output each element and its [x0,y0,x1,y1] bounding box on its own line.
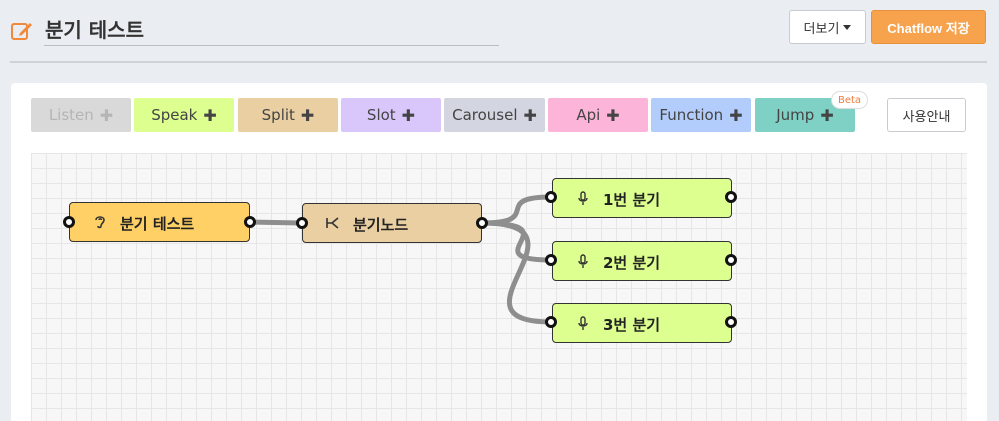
connection-split-branch3 [481,220,552,325]
add-carousel-button[interactable]: Carousel ✚ [444,98,545,132]
beta-badge: Beta [831,91,868,109]
flow-node-branch-3[interactable]: 3번 분기 [552,303,732,343]
caret-down-icon [843,24,852,30]
add-function-label: Function [659,106,724,124]
mic-icon [575,315,591,331]
node-port[interactable] [296,217,308,229]
add-jump-label: Jump [776,106,815,124]
more-button-label: 더보기 [803,20,840,36]
add-function-button[interactable]: Function ✚ [651,98,751,132]
ear-icon [92,214,108,230]
flow-node-branch-1[interactable]: 1번 분기 [552,178,732,218]
node-port[interactable] [545,316,557,328]
plus-icon: ✚ [203,105,217,125]
plus-icon: ✚ [820,105,834,125]
node-port[interactable] [545,254,557,266]
plus-icon: ✚ [729,105,743,125]
node-port[interactable] [725,254,737,266]
add-listen-button[interactable]: Listen ✚ [31,98,131,132]
node-label: 3번 분기 [603,316,661,334]
node-port[interactable] [725,316,737,328]
node-port[interactable] [725,191,737,203]
add-carousel-label: Carousel [452,106,518,124]
plus-icon: ✚ [401,105,416,125]
flow-node-branch-2[interactable]: 2번 분기 [552,241,732,281]
connection-split-branch1 [481,194,552,226]
plus-icon: ✚ [99,105,114,125]
save-chatflow-button[interactable]: Chatflow 저장 [871,10,986,44]
guide-button[interactable]: 사용안내 [887,98,966,132]
mic-icon [575,253,591,269]
chatflow-title[interactable]: 분기 테스트 [44,16,499,46]
edit-icon [10,19,34,43]
add-split-label: Split [261,106,295,124]
add-listen-label: Listen [48,106,94,124]
plus-icon: ✚ [606,105,620,125]
node-label: 1번 분기 [603,191,661,209]
more-button[interactable]: 더보기 [789,10,866,44]
add-slot-button[interactable]: Slot ✚ [341,98,441,132]
node-port[interactable] [545,191,557,203]
flow-canvas[interactable] [31,153,967,421]
node-label: 분기 테스트 [120,215,195,233]
mic-icon [575,190,591,206]
connection-listen-split [249,219,302,226]
node-label: 2번 분기 [603,254,661,272]
flow-node-split[interactable]: 분기노드 [302,203,482,243]
add-jump-button[interactable]: Jump ✚ [755,98,855,132]
add-api-button[interactable]: Api ✚ [548,98,648,132]
flow-node-listen[interactable]: 분기 테스트 [69,202,250,242]
add-speak-button[interactable]: Speak ✚ [134,98,234,132]
add-speak-label: Speak [151,106,198,124]
node-port[interactable] [63,216,75,228]
plus-icon: ✚ [523,105,537,125]
add-api-label: Api [576,106,601,124]
add-slot-label: Slot [366,106,396,124]
node-label: 분기노드 [353,216,409,234]
node-port[interactable] [244,216,256,228]
node-port[interactable] [476,217,488,229]
add-split-button[interactable]: Split ✚ [238,98,338,132]
plus-icon: ✚ [300,105,315,125]
header-divider [10,61,987,63]
split-icon [325,215,341,231]
